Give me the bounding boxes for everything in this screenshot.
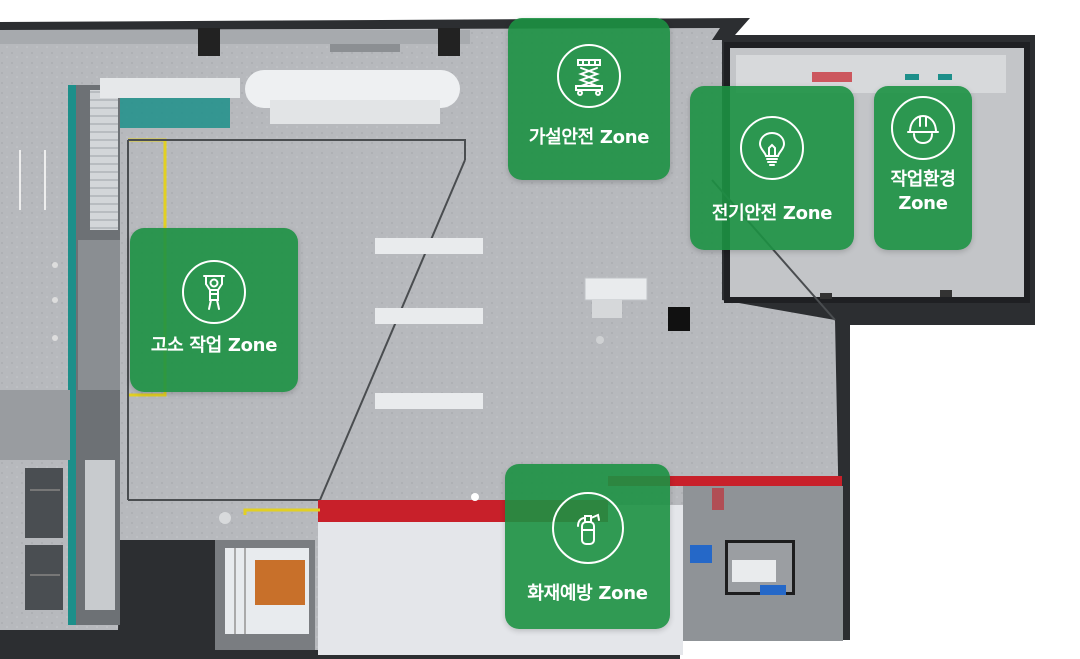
overhead-duct <box>245 70 460 108</box>
zone-label: 화재예방 Zone <box>527 583 648 604</box>
zone-label: 고소 작업 Zone <box>150 335 278 356</box>
scaffold-lift-icon <box>557 44 621 108</box>
zone-label: 전기안전 Zone <box>711 203 833 224</box>
zone-height-work[interactable]: 고소 작업 Zone <box>130 228 298 392</box>
zone-scaffold-safety[interactable]: 가설안전 Zone <box>508 18 670 180</box>
hard-hat-icon <box>891 96 955 160</box>
harness-worker-icon <box>182 260 246 324</box>
zone-fire-prevention[interactable]: 화재예방 Zone <box>505 464 670 629</box>
lightbulb-icon <box>740 116 804 180</box>
zone-label: 작업환경 Zone <box>890 169 956 214</box>
zone-electrical-safety[interactable]: 전기안전 Zone <box>690 86 854 250</box>
zone-work-environment[interactable]: 작업환경 Zone <box>874 86 972 250</box>
fire-extinguisher-icon <box>551 492 624 564</box>
zone-label: 가설안전 Zone <box>528 127 650 148</box>
